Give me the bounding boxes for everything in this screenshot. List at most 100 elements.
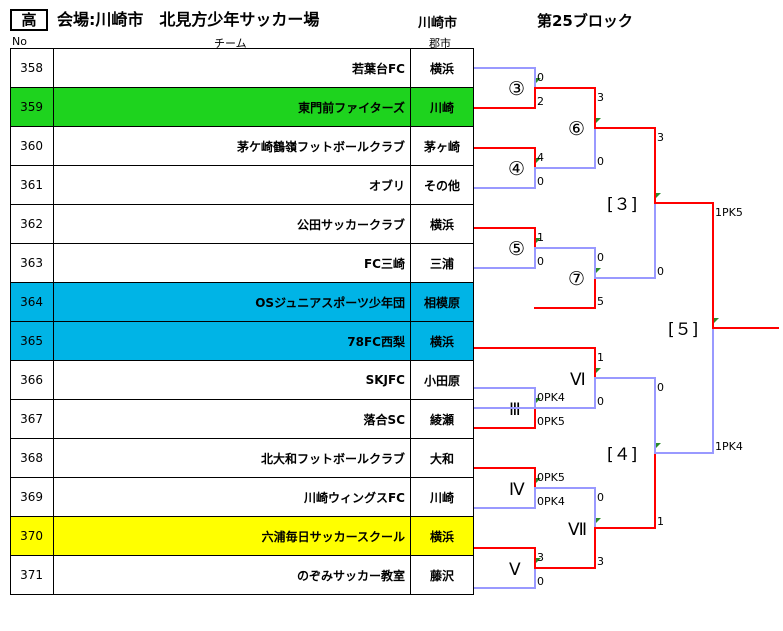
category-badge: 高 <box>10 9 48 31</box>
score-bottom: 0PK4 <box>537 495 565 508</box>
team-name: 若葉台FC <box>53 48 411 88</box>
team-number: 359 <box>10 87 54 127</box>
winner-marker <box>536 158 541 163</box>
winner-marker <box>596 118 601 123</box>
score-top: 0PK4 <box>537 391 565 404</box>
score-top: 3 <box>537 551 544 564</box>
team-number: 363 <box>10 243 54 283</box>
team-area: 三浦 <box>410 243 474 283</box>
score-bottom: 0PK5 <box>537 415 565 428</box>
score-bottom: 0 <box>597 395 604 408</box>
team-name: のぞみサッカー教室 <box>53 555 411 595</box>
host-city: 川崎市 <box>418 16 458 31</box>
score-top: 0 <box>597 491 604 504</box>
score-top: 4 <box>537 151 544 164</box>
team-name: 北大和フットボールクラブ <box>53 438 411 478</box>
match-label: ⑦ <box>568 268 585 290</box>
team-area: 横浜 <box>410 48 474 88</box>
column-header-no: No <box>12 35 27 48</box>
team-number: 365 <box>10 321 54 361</box>
score-top: 1PK5 <box>715 206 743 219</box>
team-area: 川崎 <box>410 87 474 127</box>
winner-marker <box>536 78 541 83</box>
team-area: 大和 <box>410 438 474 478</box>
score-bottom: 0 <box>537 575 544 588</box>
team-area: 相模原 <box>410 282 474 322</box>
team-number: 366 <box>10 360 54 400</box>
winner-marker <box>536 398 541 403</box>
match-label: Ⅲ <box>509 400 521 420</box>
team-number: 371 <box>10 555 54 595</box>
team-name: 川崎ウィングスFC <box>53 477 411 517</box>
score-bottom: 0 <box>537 175 544 188</box>
score-bottom: 3 <box>597 555 604 568</box>
winner-marker <box>536 238 541 243</box>
team-area: 横浜 <box>410 204 474 244</box>
block-title: 第25ブロック <box>537 12 633 30</box>
match-label: ⑤ <box>508 238 525 260</box>
score-bottom: 0 <box>597 155 604 168</box>
match-label: ③ <box>508 78 525 100</box>
score-bottom: 1PK4 <box>715 440 743 453</box>
score-bottom: 1 <box>657 515 664 528</box>
score-top: 3 <box>657 131 664 144</box>
score-bottom: 5 <box>597 295 604 308</box>
team-area: 茅ヶ崎 <box>410 126 474 166</box>
column-header-area: 郡市 <box>429 37 451 50</box>
winner-marker <box>656 193 661 198</box>
column-header-team: チーム <box>214 37 247 50</box>
score-top: 0PK5 <box>537 471 565 484</box>
score-bottom: 2 <box>537 95 544 108</box>
team-name: 六浦毎日サッカースクール <box>53 516 411 556</box>
score-top: 0 <box>597 251 604 264</box>
winner-marker <box>596 518 601 523</box>
team-name: FC三崎 <box>53 243 411 283</box>
team-area: 横浜 <box>410 321 474 361</box>
score-bottom: 0 <box>657 265 664 278</box>
team-name: 東門前ファイターズ <box>53 87 411 127</box>
team-name: 78FC西梨 <box>53 321 411 361</box>
team-area: 藤沢 <box>410 555 474 595</box>
match-label: ④ <box>508 158 525 180</box>
score-top: 0 <box>537 71 544 84</box>
venue-title: 会場:川崎市 北見方少年サッカー場 <box>57 10 320 29</box>
winner-marker <box>656 443 661 448</box>
match-label: [４] <box>607 445 637 465</box>
team-name: 落合SC <box>53 399 411 439</box>
winner-marker <box>714 318 719 323</box>
score-top: 3 <box>597 91 604 104</box>
score-top: 1 <box>537 231 544 244</box>
team-name: OSジュニアスポーツ少年団 <box>53 282 411 322</box>
team-area: 川崎 <box>410 477 474 517</box>
match-label: [３] <box>607 195 637 215</box>
match-label: Ⅳ <box>509 480 525 500</box>
winner-marker <box>596 268 601 273</box>
team-number: 360 <box>10 126 54 166</box>
team-name: 公田サッカークラブ <box>53 204 411 244</box>
match-label: ⑥ <box>568 118 585 140</box>
match-label: Ⅴ <box>509 560 521 580</box>
winner-marker <box>536 478 541 483</box>
score-top: 1 <box>597 351 604 364</box>
team-number: 369 <box>10 477 54 517</box>
team-area: 横浜 <box>410 516 474 556</box>
score-top: 0 <box>657 381 664 394</box>
winner-marker <box>536 558 541 563</box>
match-label: Ⅶ <box>568 520 587 540</box>
winner-marker <box>596 368 601 373</box>
score-bottom: 0 <box>537 255 544 268</box>
match-label: Ⅵ <box>570 370 586 390</box>
match-label: [５] <box>668 320 698 340</box>
